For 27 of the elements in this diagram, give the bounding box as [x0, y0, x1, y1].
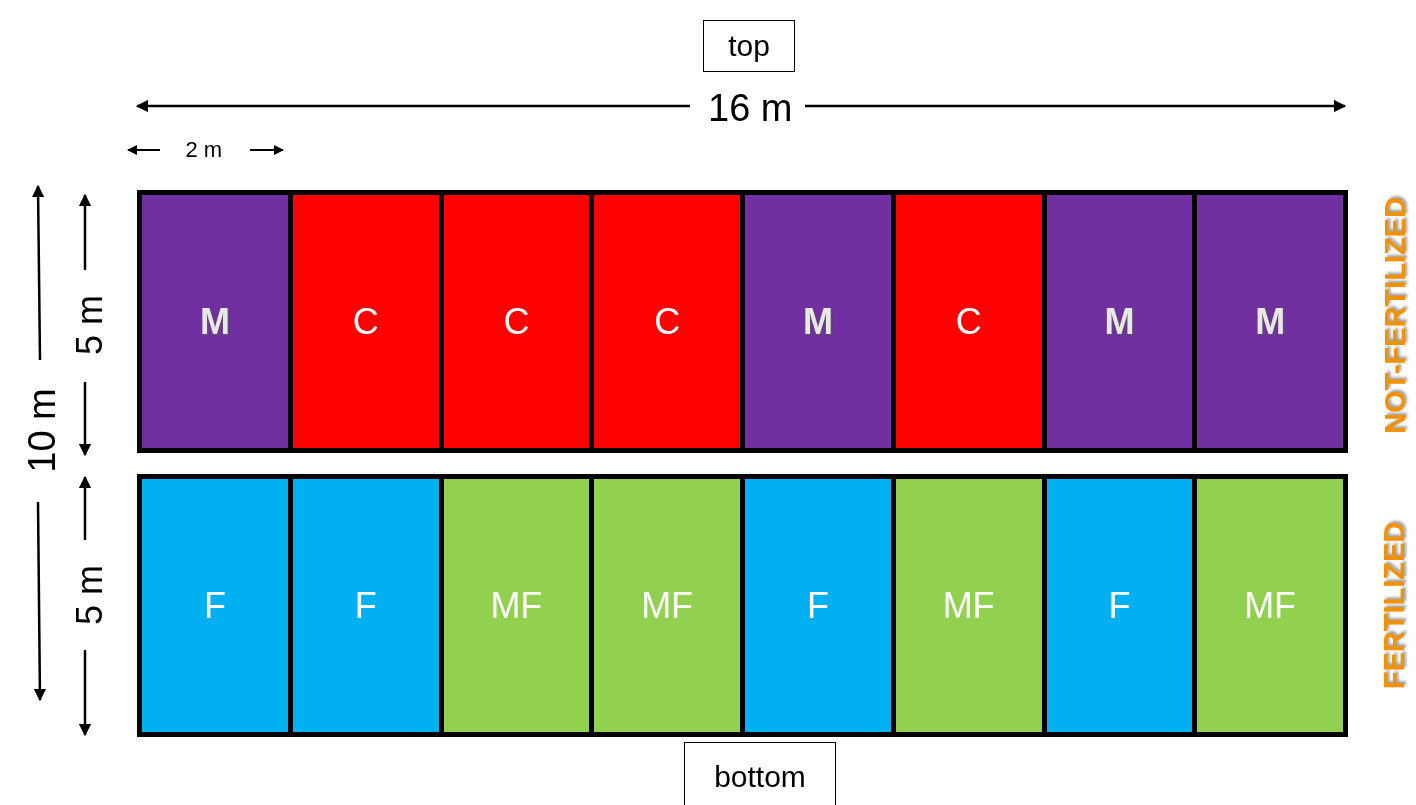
plot-cell: M: [1197, 195, 1343, 448]
plot-cell: F: [745, 479, 891, 732]
plot-row: [137, 190, 1348, 453]
plot-cell: M: [142, 195, 288, 448]
dimension-label: 2 m: [185, 137, 223, 163]
plot-cell: F: [142, 479, 288, 732]
plot-cell: F: [1046, 479, 1193, 732]
plot-cell: MF: [1197, 479, 1343, 732]
dimension-label: 5 m: [69, 565, 111, 625]
plot-cell: MF: [443, 479, 590, 732]
bottom-label-box: bottom: [684, 742, 836, 805]
plot-cell: C: [443, 195, 590, 448]
plot-cell: F: [292, 479, 439, 732]
top-label-box: top: [703, 20, 795, 72]
plot-cell: C: [594, 195, 740, 448]
plot-cell: M: [745, 195, 891, 448]
treatment-label: FERTILIZED: [1378, 521, 1412, 689]
dimension-label: 16 m: [708, 86, 793, 130]
plot-cell: MF: [895, 479, 1042, 732]
treatment-label: NOT-FERTILIZED: [1378, 196, 1412, 434]
dimension-label: 5 m: [69, 295, 111, 355]
dimension-label: 10 m: [20, 387, 64, 473]
plot-cell: C: [895, 195, 1042, 448]
plot-cell: M: [1046, 195, 1193, 448]
plot-cell: MF: [594, 479, 740, 732]
plot-row: [137, 474, 1348, 737]
plot-cell: C: [292, 195, 439, 448]
